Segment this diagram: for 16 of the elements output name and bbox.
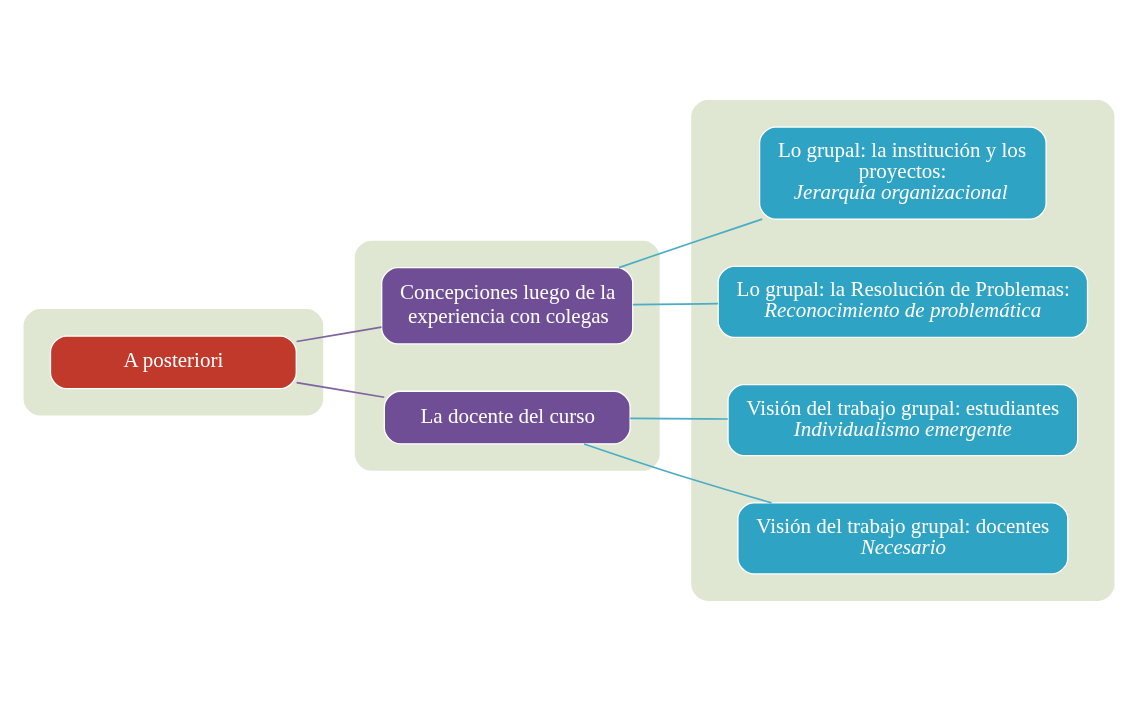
cluster bbox=[23, 309, 324, 416]
node-box: La docente del curso bbox=[383, 390, 631, 445]
cluster bbox=[691, 100, 1115, 601]
node-box: Lo grupal: la Resolución de Problemas: Reconocimiento de problemática bbox=[717, 265, 1089, 338]
node-box: Concepciones luego de la experiencia con colegas bbox=[381, 267, 634, 345]
connector bbox=[295, 381, 386, 399]
node-box: Visión del trabajo grupal: estudiantes Individualismo emergente bbox=[727, 384, 1079, 457]
node-box: A posteriori bbox=[49, 335, 297, 390]
connector bbox=[629, 417, 729, 420]
cluster bbox=[354, 240, 660, 471]
node-box: Visión del trabajo grupal: docentes Necesario bbox=[737, 502, 1069, 575]
node-box: Lo grupal: la institución y los proyectos: Jerarquía organizacional bbox=[758, 126, 1047, 220]
connector bbox=[295, 326, 383, 343]
connector bbox=[583, 443, 773, 504]
connector bbox=[632, 302, 719, 306]
connector bbox=[618, 218, 764, 269]
